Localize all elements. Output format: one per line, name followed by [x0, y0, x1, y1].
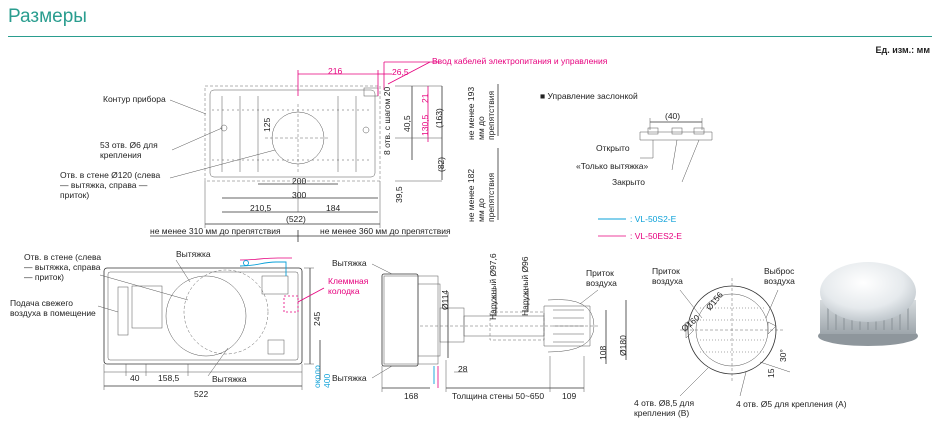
clearance-bottom: не менее 182 мм до препятствия — [466, 168, 496, 222]
bullet-square-icon: ■ — [540, 91, 546, 101]
hood-exhaust-label: Выброс воздуха — [764, 266, 795, 286]
device-contour — [204, 85, 381, 182]
dim-d180: Ø180 — [618, 335, 628, 356]
front-exhaust-bottom: Вытяжка — [212, 374, 247, 384]
dim-39-5: 39,5 — [394, 186, 404, 203]
fresh-air-supply-label: Подача свежего воздуха в помещение — [10, 298, 96, 318]
front-exhaust-top: Вытяжка — [176, 249, 211, 259]
damper-closed: Закрыто — [612, 177, 645, 187]
wall-thickness-label: Толщина стены 50~650 — [452, 391, 545, 401]
dim-168: 168 — [404, 391, 419, 401]
dim-40-5: 40,5 — [402, 115, 412, 132]
dim-158-5: 158,5 — [158, 373, 180, 383]
dim-28: 28 — [458, 364, 468, 374]
dim-300: 300 — [292, 190, 307, 200]
legend-vl50es2e: : VL-50ES2-E — [630, 231, 682, 241]
damper-heading-text: Управление заслонкой — [547, 91, 638, 101]
product-photo — [818, 262, 918, 346]
dim-210-5: 210,5 — [250, 203, 272, 213]
cable-entry-label: Ввод кабелей электропитания и управления — [432, 56, 608, 66]
front-view-drawing — [97, 257, 325, 390]
device-contour-label: Контур прибора — [103, 94, 166, 104]
dim-approx-400: около 400 — [312, 365, 332, 388]
dim-522: 522 — [194, 389, 209, 399]
top-view-drawing — [150, 61, 499, 242]
dim-184: 184 — [326, 203, 341, 213]
dim-125: 125 — [262, 117, 272, 132]
terminal-block-label: Клеммная колодка — [328, 276, 369, 296]
units-label: Ед. изм.: мм — [875, 45, 930, 55]
hood-view-drawing — [679, 278, 791, 397]
dim-216: 216 — [328, 66, 343, 76]
dim-15: 15 — [766, 368, 776, 378]
dim-82: (82) — [436, 156, 446, 172]
title-divider — [8, 36, 932, 37]
legend-vl50s2e: : VL-50S2-E — [630, 214, 677, 224]
dim-522-ref: (522) — [286, 214, 306, 224]
side-view-drawing — [371, 263, 627, 392]
mounting-holes-label: 53 отв. Ø6 для крепления — [100, 140, 158, 160]
dim-108: 108 — [598, 345, 608, 360]
damper-dim-40: (40) — [665, 111, 681, 121]
hood-supply-label: Приток воздуха — [652, 266, 683, 286]
outer-diameter-97-6: Наружный Ø97,6 — [488, 253, 498, 320]
clearance-left: не менее 310 мм до препятствия — [150, 226, 281, 236]
damper-drawing — [639, 118, 713, 183]
dim-8-holes-step: 8 отв. с шагом 20 — [382, 86, 392, 155]
side-supply-label: Приток воздуха — [586, 268, 617, 288]
dim-200: 200 — [292, 176, 307, 186]
dim-26-5: 26,5 — [392, 67, 409, 77]
side-exhaust-bottom: Вытяжка — [332, 373, 367, 383]
damper-exhaust-only: «Только вытяжка» — [576, 161, 649, 171]
clearance-right: не менее 360 мм до препятствия — [320, 226, 451, 236]
page-title: Размеры — [8, 6, 87, 27]
front-body — [103, 267, 303, 365]
damper-open: Открыто — [596, 143, 630, 153]
holes-b-label: 4 отв. Ø8,5 для крепления (B) — [634, 398, 695, 418]
clearance-top: не менее 193 мм до препятствия — [466, 86, 496, 140]
dim-163: (163) — [434, 108, 444, 128]
dim-40: 40 — [130, 373, 140, 383]
front-wall-hole-label: Отв. в стене (слева — вытяжка, справа — … — [24, 252, 102, 282]
damper-heading: ■ Управление заслонкой — [540, 91, 638, 101]
dim-30-deg: 30° — [778, 349, 788, 362]
side-exhaust-top: Вытяжка — [332, 258, 367, 268]
dim-130-5: 130,5 — [420, 114, 430, 136]
dim-245: 245 — [312, 311, 322, 326]
dim-109: 109 — [562, 391, 577, 401]
holes-a-label: 4 отв. Ø5 для крепления (A) — [736, 399, 847, 409]
wall-hole-label: Отв. в стене Ø120 (слева — вытяжка, спра… — [60, 170, 161, 200]
dim-d114: Ø114 — [440, 289, 450, 310]
outer-diameter-96: Наружный Ø96 — [520, 256, 530, 316]
dim-21: 21 — [420, 93, 430, 103]
